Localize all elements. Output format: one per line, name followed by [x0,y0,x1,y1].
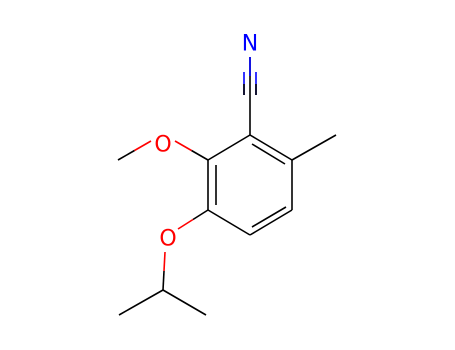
ring-double-bond [251,206,287,228]
ring-bond [249,209,293,236]
methoxy-methyl-bond [134,140,152,152]
isopropoxy-bond [192,209,209,221]
ring-bond [207,134,251,161]
isopropyl-methyl-bond [162,289,207,316]
methoxy-oxygen-label: O [154,133,171,158]
atom-label-layer: N O O [154,32,258,252]
isopropoxy-ch-bond [162,270,165,291]
isopropyl-methyl-bond [118,289,164,316]
isopropoxy-ch-bond [163,251,166,272]
ring-bond [207,209,251,236]
isopropoxy-bond [177,218,194,230]
methoxy-bond [174,140,192,152]
methoxy-methyl-bond [117,149,135,161]
bond-layer [117,57,337,316]
methoxy-bond [191,149,209,161]
ring-double-bond [251,143,286,165]
ring-bond [249,134,293,161]
isopropoxy-oxygen-label: O [159,227,176,252]
methyl-bond [291,134,337,161]
nitrile-nitrogen-label: N [242,32,258,57]
